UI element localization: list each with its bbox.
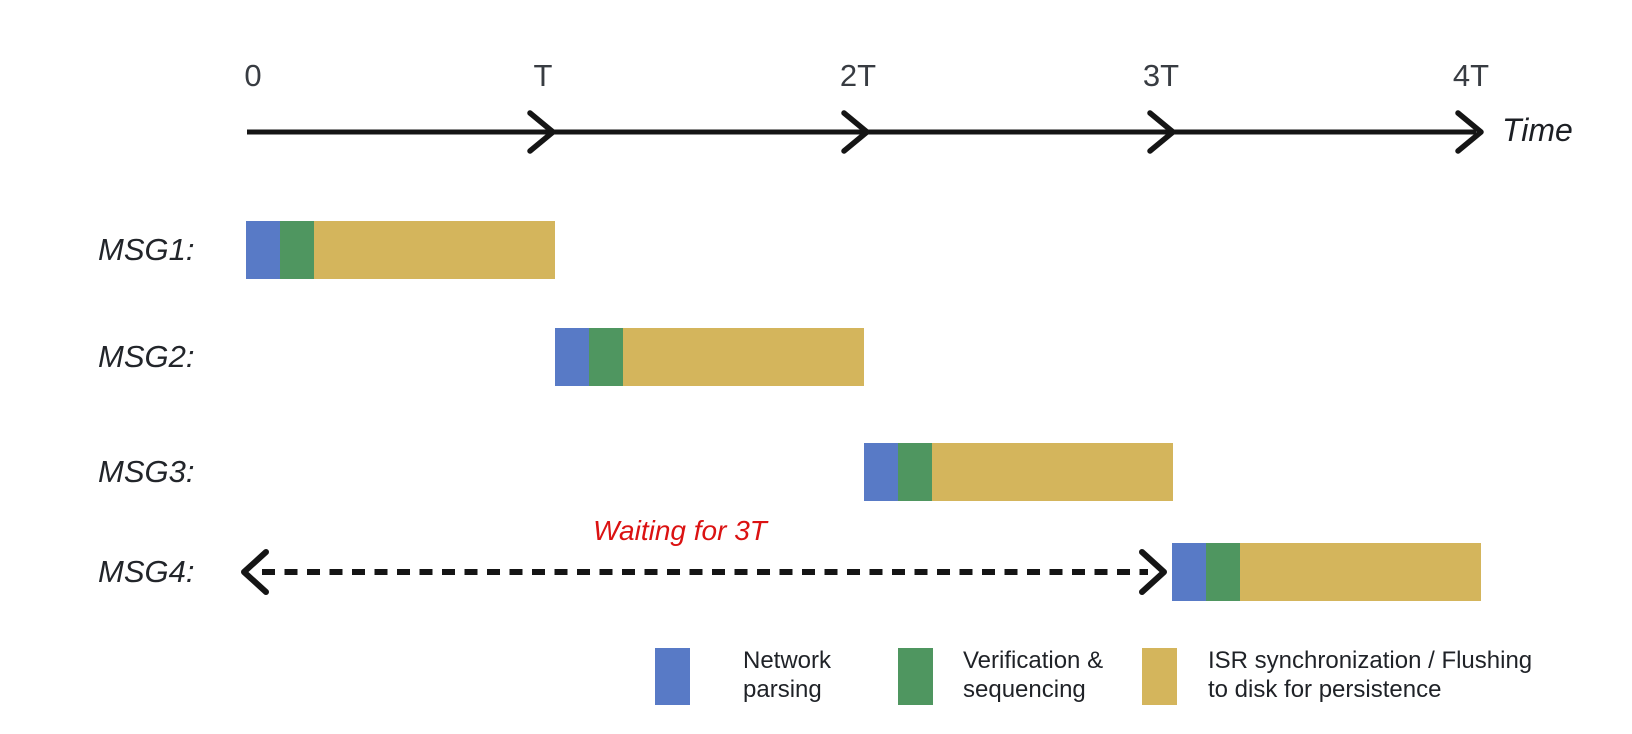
axis-arrowhead-2t-icon (841, 110, 870, 154)
bar-msg4 (1172, 543, 1481, 601)
legend-label-line: to disk for persistence (1208, 676, 1442, 703)
bar-msg1 (246, 221, 555, 279)
legend-label-line: Verification & (963, 647, 1104, 674)
legend-swatch-network-parsing (655, 648, 690, 705)
segment-verification-sequencing (589, 328, 623, 386)
tick-2t: 2T (839, 58, 877, 93)
axis-arrowhead-t-icon (527, 110, 556, 154)
segment-isr-flush (1240, 543, 1481, 601)
row-label-msg3: MSG3: (98, 454, 195, 489)
axis-arrowhead-3t-icon (1147, 110, 1176, 154)
legend-label-network-parsing: Network parsing (743, 646, 831, 704)
row-label-msg4: MSG4: (98, 554, 195, 589)
tick-t: T (533, 58, 553, 93)
legend-swatch-verification-sequencing (898, 648, 933, 705)
tick-4t: 4T (1452, 58, 1490, 93)
segment-isr-flush (932, 443, 1173, 501)
segment-network-parsing (864, 443, 898, 501)
segment-network-parsing (1172, 543, 1206, 601)
legend-label-isr-flush: ISR synchronization / Flushing to disk f… (1208, 646, 1532, 704)
segment-isr-flush (314, 221, 555, 279)
bar-msg2 (555, 328, 864, 386)
segment-isr-flush (623, 328, 864, 386)
legend-label-line: ISR synchronization / Flushing (1208, 647, 1533, 674)
legend-swatch-isr-flush (1142, 648, 1177, 705)
legend-label-line: parsing (743, 676, 822, 703)
waiting-annotation: Waiting for 3T (593, 515, 767, 546)
segment-verification-sequencing (1206, 543, 1240, 601)
segment-network-parsing (555, 328, 589, 386)
bar-msg3 (864, 443, 1173, 501)
row-label-msg1: MSG1: (98, 232, 195, 267)
segment-verification-sequencing (898, 443, 932, 501)
tick-0: 0 (244, 58, 262, 93)
waiting-arrowhead-left-icon (241, 549, 269, 595)
legend-label-verification-sequencing: Verification & sequencing (963, 646, 1103, 704)
legend-label-line: sequencing (963, 676, 1086, 703)
tick-3t: 3T (1142, 58, 1180, 93)
waiting-arrowhead-right-icon (1139, 549, 1167, 595)
segment-network-parsing (246, 221, 280, 279)
segment-verification-sequencing (280, 221, 314, 279)
axis-arrowhead-4t-icon (1455, 110, 1484, 154)
legend-label-line: Network (743, 647, 832, 674)
row-label-msg2: MSG2: (98, 339, 195, 374)
time-axis-label: Time (1502, 112, 1573, 148)
